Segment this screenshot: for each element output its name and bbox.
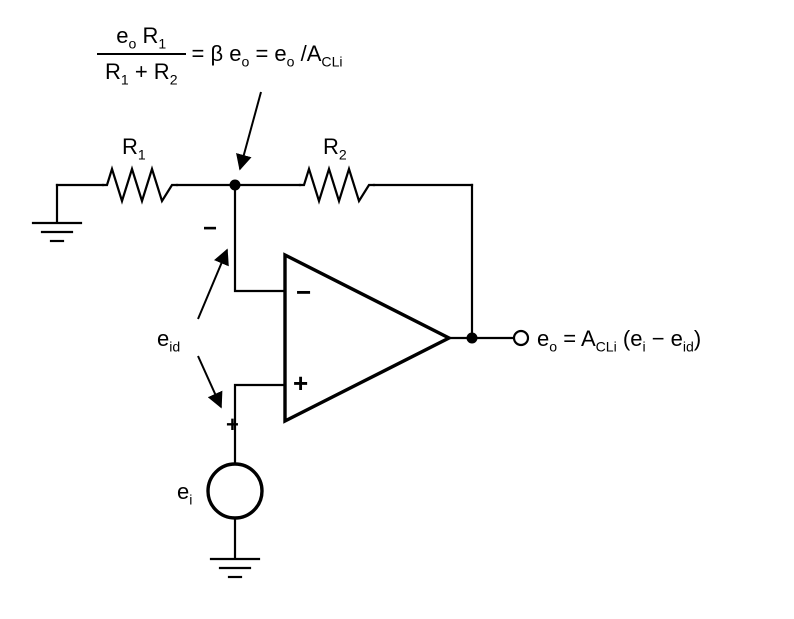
fraction-numerator: eo R1: [116, 23, 167, 52]
wire-node-to-inverting-input: [233, 183, 287, 293]
label-r1: R1: [122, 134, 146, 163]
output-equation: eo = ACLi (ei − eid): [537, 326, 702, 355]
resistor-r2: [298, 165, 376, 205]
label-ei: ei: [177, 479, 193, 508]
feedback-formula-rhs: = β eo = eo /ACLi: [191, 41, 343, 70]
label-eid: eid: [157, 326, 181, 355]
opamp-inverting-sign: −: [296, 277, 312, 307]
eid-plus-sign: +: [226, 412, 239, 437]
eid-minus-sign: −: [203, 215, 218, 242]
resistor-r1: [101, 165, 179, 205]
feedback-fraction: eo R1 R1 + R2: [97, 23, 186, 87]
wire-noninverting-input: [233, 383, 287, 466]
output-terminal-circle: [512, 329, 530, 347]
node-dot-output: [466, 332, 478, 344]
source-circle-ei: [206, 462, 264, 520]
arrow-eid-to-minus: [197, 248, 229, 320]
node-dot-summing: [229, 179, 241, 191]
ground-symbol-bottom: [209, 557, 261, 579]
arrow-formula-to-node: [236, 91, 262, 171]
fraction-denominator: R1 + R2: [97, 53, 186, 87]
label-r2: R2: [323, 134, 347, 163]
opamp-noninverting-sign: +: [293, 368, 309, 398]
feedback-voltage-formula: eo R1 R1 + R2 = β eo = eo /ACLi: [97, 23, 343, 87]
ground-symbol-left: [31, 183, 83, 243]
arrow-eid-to-plus: [197, 355, 223, 409]
opamp-triangle: [283, 252, 453, 424]
